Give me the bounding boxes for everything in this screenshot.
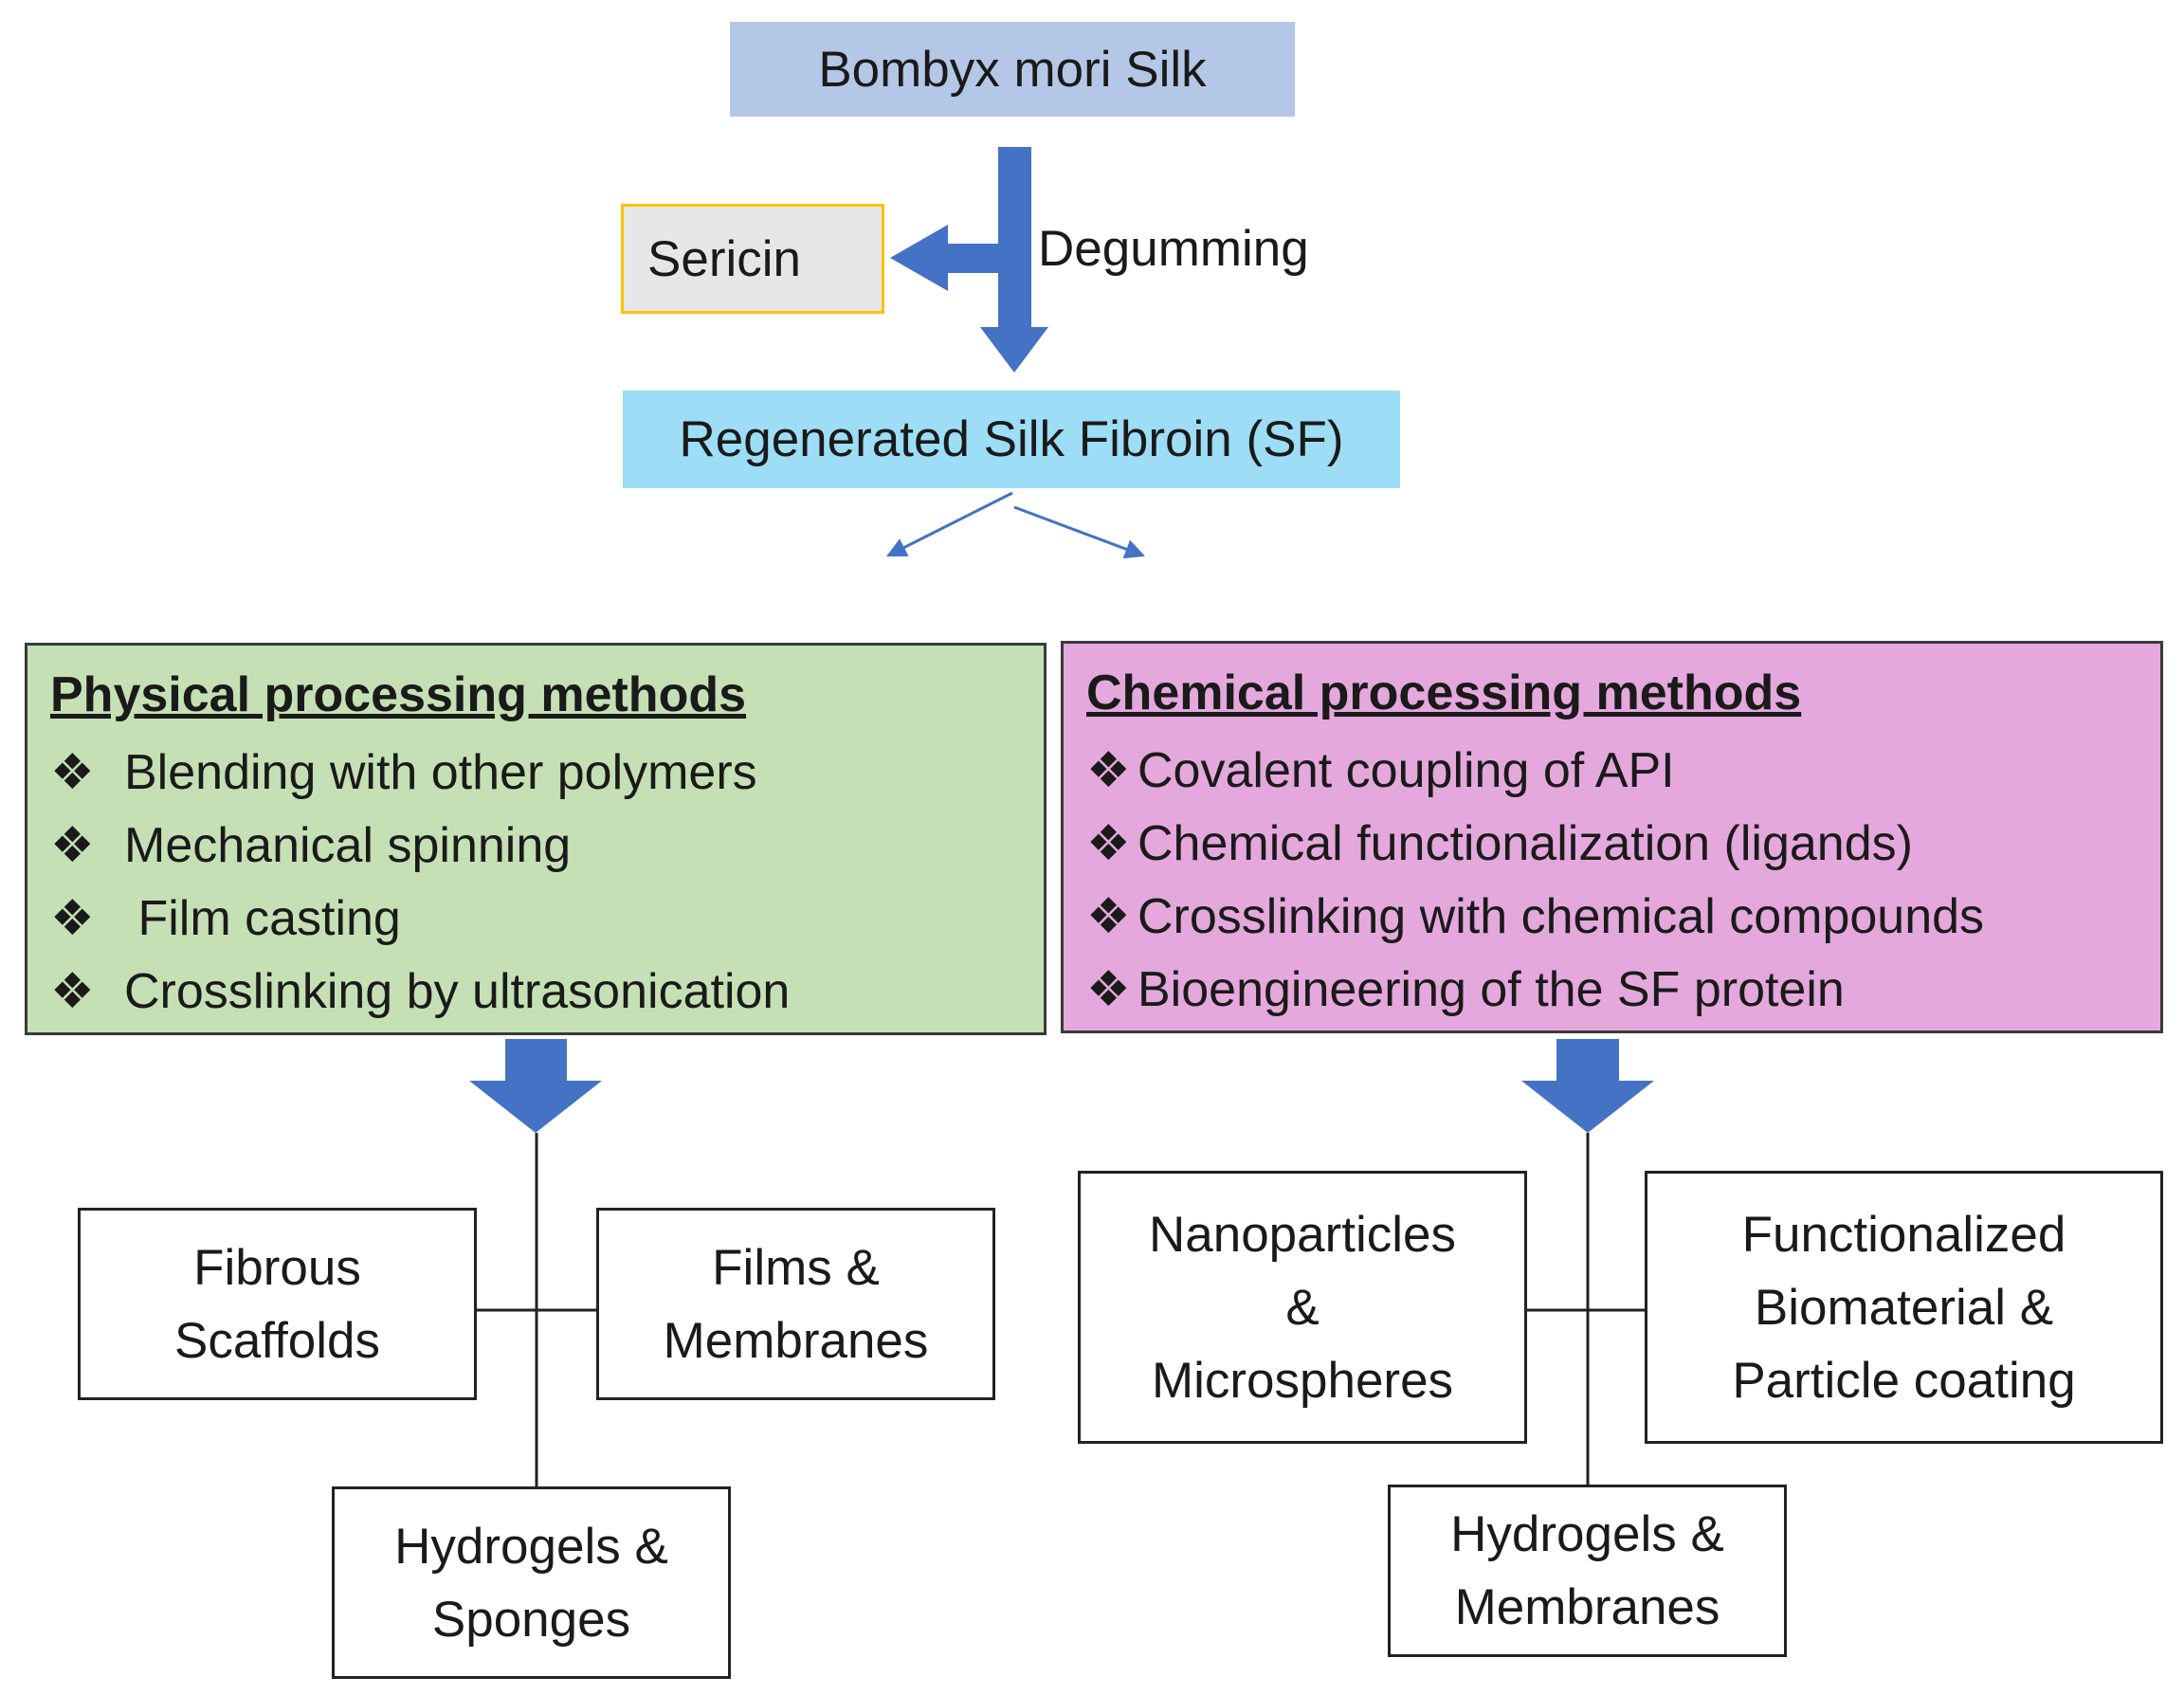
chemical-methods-box: Chemical processing methods ❖Covalent co… <box>1061 641 2163 1033</box>
bullet-icon: ❖ <box>50 818 95 873</box>
method-item-label: Covalent coupling of API <box>1138 743 1675 798</box>
nanoparticles-microspheres-box: Nanoparticles & Microspheres <box>1078 1171 1527 1444</box>
physical-methods-box: Physical processing methods ❖ Blending wi… <box>25 643 1046 1035</box>
product-label: Fibrous Scaffolds <box>173 1239 381 1369</box>
sericin-box: Sericin <box>621 204 884 314</box>
product-label: Films & Membranes <box>663 1239 929 1369</box>
sericin-left-arrow <box>890 225 998 291</box>
bullet-icon: ❖ <box>1086 743 1131 798</box>
split-arrow-left <box>886 491 1013 557</box>
product-label: Functionalized Biomaterial & Particle co… <box>1732 1206 2076 1409</box>
degumming-down-arrow <box>980 147 1048 373</box>
method-item-label: Crosslinking by ultrasonication <box>124 964 791 1019</box>
list-item: ❖Covalent coupling of API <box>1086 735 2138 808</box>
list-item: ❖ Blending with other polymers <box>50 737 1021 810</box>
method-item-label: Blending with other polymers <box>124 745 757 800</box>
regenerated-silk-fibroin-box: Regenerated Silk Fibroin (SF) <box>623 391 1400 488</box>
list-item: ❖Bioengineering of the SF protein <box>1086 954 2138 1027</box>
list-item: ❖Crosslinking with chemical compounds <box>1086 881 2138 954</box>
method-item-label: Crosslinking with chemical compounds <box>1138 889 1985 944</box>
bombyx-mori-silk-box: Bombyx mori Silk <box>730 22 1295 117</box>
chemical-methods-title: Chemical processing methods <box>1086 665 1802 720</box>
bombyx-mori-silk-label: Bombyx mori Silk <box>818 41 1207 98</box>
list-item: ❖Chemical functionalization (ligands) <box>1086 808 2138 881</box>
chemical-down-arrow <box>1521 1039 1654 1133</box>
product-label: Hydrogels & Sponges <box>394 1518 668 1648</box>
list-item: ❖ Mechanical spinning <box>50 810 1021 883</box>
physical-methods-title: Physical processing methods <box>50 667 747 722</box>
fibrous-scaffolds-box: Fibrous Scaffolds <box>78 1208 477 1400</box>
method-item-label: Mechanical spinning <box>124 818 572 873</box>
bullet-icon: ❖ <box>1086 816 1131 871</box>
regenerated-silk-fibroin-label: Regenerated Silk Fibroin (SF) <box>679 411 1344 467</box>
split-arrow-right <box>1013 505 1145 559</box>
chemical-methods-list: ❖Covalent coupling of API ❖Chemical func… <box>1086 735 2138 1027</box>
physical-down-arrow <box>469 1039 602 1133</box>
method-item-label: Bioengineering of the SF protein <box>1138 962 1845 1017</box>
bullet-icon: ❖ <box>1086 962 1131 1017</box>
hydrogels-sponges-box: Hydrogels & Sponges <box>332 1486 731 1679</box>
functionalized-biomaterial-box: Functionalized Biomaterial & Particle co… <box>1645 1171 2163 1444</box>
degumming-label: Degumming <box>1038 221 1309 277</box>
product-label: Hydrogels & Membranes <box>1450 1506 1724 1635</box>
bullet-icon: ❖ <box>50 745 95 800</box>
list-item: ❖ Film casting <box>50 883 1021 956</box>
bullet-icon: ❖ <box>50 891 95 946</box>
method-item-label: Film casting <box>124 891 401 946</box>
list-item: ❖ Crosslinking by ultrasonication <box>50 956 1021 1029</box>
product-label: Nanoparticles & Microspheres <box>1148 1206 1457 1409</box>
films-membranes-box: Films & Membranes <box>596 1208 995 1400</box>
bullet-icon: ❖ <box>1086 889 1131 944</box>
physical-methods-list: ❖ Blending with other polymers ❖ Mechanica… <box>50 737 1021 1029</box>
bullet-icon: ❖ <box>50 964 95 1019</box>
hydrogels-membranes-box: Hydrogels & Membranes <box>1388 1485 1787 1657</box>
sericin-label: Sericin <box>647 230 802 287</box>
method-item-label: Chemical functionalization (ligands) <box>1138 816 1913 871</box>
